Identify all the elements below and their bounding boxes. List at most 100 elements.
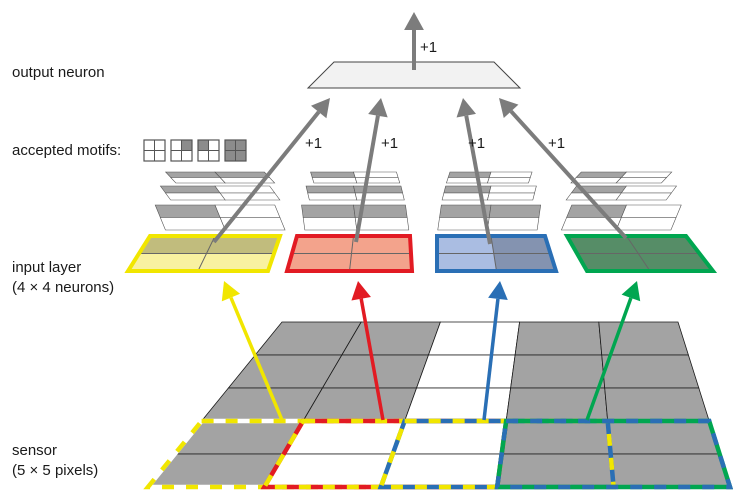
yellow-arrow-shaft [229, 296, 284, 421]
sensor-label: sensor [12, 442, 58, 459]
yellow-input-neuron [124, 234, 283, 273]
sensor-pixel [607, 420, 721, 455]
input-neuron-ghost-cell [219, 217, 286, 231]
sensor-pixel [510, 354, 606, 389]
input-neuron-ghost-cell [354, 192, 405, 201]
input-neuron-ghost-cell [488, 185, 537, 194]
input-neuron-ghost-cell [615, 217, 677, 231]
input-neuron-ghost-cell [353, 171, 399, 178]
yellow-arrow [221, 281, 284, 421]
gray-arrow-blue-shaft [464, 115, 492, 245]
blue-neuron-border [435, 234, 559, 273]
green-arrow-shaft [585, 297, 633, 421]
sensor-pixel [392, 420, 507, 455]
red-arrow [351, 281, 385, 421]
output-up-arrow-head [404, 12, 424, 30]
accepted-motifs-icons [143, 139, 247, 162]
input-neuron-ghost-cell [310, 171, 356, 178]
input-neuron-ghost-cell [445, 177, 490, 184]
input-neuron-ghost-cell [615, 177, 668, 184]
neuron-shaded-quad [577, 253, 650, 271]
green-neuron-border [563, 234, 718, 273]
input-neuron-ghost-cell [443, 185, 492, 194]
output-neuron-label: output neuron [12, 64, 105, 81]
input-neuron-ghost-cell [170, 177, 226, 184]
input-neuron-ghost-cell [447, 171, 492, 178]
green-receptive-field-dash [494, 418, 734, 490]
neuron-shaded-quad [206, 236, 280, 254]
gray-arrow-green-head [499, 98, 519, 118]
input-layer-label: input layer [12, 259, 82, 276]
input-neuron-ghost-cell [214, 204, 281, 218]
input-neuron-ghost-cell [354, 177, 401, 184]
sensor-pixel [496, 453, 615, 488]
blue-arrow-head [488, 281, 508, 301]
output-neuron [306, 61, 522, 89]
yellow-neuron-border [124, 234, 283, 273]
motif-quad [154, 140, 165, 151]
green-arrow [585, 281, 641, 421]
arrow-2-plus-label: +1 [381, 135, 398, 152]
weight-labels: +1 +1 +1 +1 +1 [305, 39, 565, 152]
motif-icon-top-left-gray [197, 139, 220, 162]
arrow-3-plus-label: +1 [468, 135, 485, 152]
sensor-size-label: (5 × 5 pixels) [12, 462, 99, 479]
gray-arrow-red-head [368, 98, 388, 118]
neuron-shaded-quad [491, 236, 551, 254]
motif-quad [181, 150, 192, 161]
yellow-arrow-head [221, 281, 241, 302]
input-neuron-ghost-cell [214, 185, 276, 194]
sensor-pixel [501, 420, 612, 455]
sensor-pixel [200, 387, 324, 422]
gray-arrow-yellow-shaft [212, 110, 321, 244]
gray-arrow-yellow [212, 98, 330, 244]
green-input-neuron [563, 234, 718, 273]
motif-quad [235, 140, 246, 151]
gray-arrow-red [354, 98, 388, 243]
arrow-4-plus-label: +1 [548, 135, 565, 152]
motif-quad [208, 150, 219, 161]
motif-quad [154, 150, 165, 161]
gray-arrow-yellow-head [310, 98, 330, 119]
motif-quad [144, 140, 155, 151]
blue-input-neuron [435, 234, 559, 273]
red-neuron-border [284, 234, 415, 273]
gray-arrow-green [499, 98, 628, 240]
neuron-shaded-quad [139, 236, 215, 254]
motif-quad [225, 140, 236, 151]
sensor-pixel [173, 420, 304, 455]
sensor-pixel [601, 354, 700, 389]
sensor-pixel [263, 453, 394, 488]
input-neuron-ghost-cell [159, 217, 226, 231]
input-neuron-ghost-cell [305, 185, 356, 194]
motif-quad [198, 150, 209, 161]
motif-quad [171, 140, 182, 151]
motif-quad [181, 140, 192, 151]
red-arrow-shaft [359, 298, 385, 421]
input-neuron-ghost-cell [620, 185, 678, 194]
red-input-neuron [284, 234, 415, 273]
neuron-shaded-quad [638, 253, 713, 271]
input-neuron-ghost-cell [301, 204, 356, 218]
input-neuron-ghost-cell [437, 217, 490, 231]
sensor-pixel [380, 453, 503, 488]
arrow-1-plus-label: +1 [305, 135, 322, 152]
input-layer-size-label: (4 × 4 neurons) [12, 279, 115, 296]
input-neuron-ghost-cell [311, 177, 358, 184]
input-neuron-ghost-cell [154, 204, 221, 218]
input-neuron-ghost-cell [570, 177, 623, 184]
input-neuron-ghost-cell [354, 217, 410, 231]
accepted-motifs-label: accepted motifs: [12, 142, 122, 159]
input-neuron-ghost-cell [164, 171, 221, 178]
motif-quad [198, 140, 209, 151]
neuron-shaded-quad [493, 253, 556, 271]
motif-icon-all-gray [224, 139, 247, 162]
green-arrow-head [621, 281, 641, 302]
motif-icon-all-white [143, 139, 166, 162]
input-neuron-ghost-cell [615, 192, 672, 201]
input-neuron-ghost-cell [302, 217, 358, 231]
neuron-shaded-quad [626, 236, 700, 254]
input-neuron-ghost-cell [575, 171, 628, 178]
output-plus-label: +1 [420, 39, 437, 56]
motif-quad [225, 150, 236, 161]
